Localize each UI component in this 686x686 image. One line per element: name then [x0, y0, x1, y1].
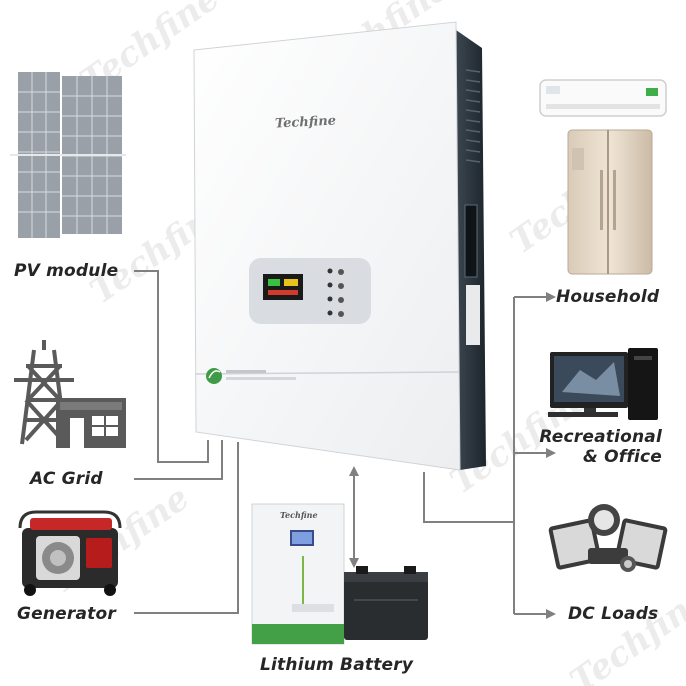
- household-label: Household: [556, 287, 660, 307]
- arrow-heads: [349, 292, 556, 619]
- connection-lines: [134, 270, 548, 615]
- air-conditioner-image: [539, 79, 667, 117]
- ac-grid-label: AC Grid: [30, 469, 103, 489]
- recreational-office-label: Recreational & Office: [534, 427, 662, 467]
- recreational-label-line1: Recreational: [539, 427, 662, 447]
- dc-loads-label: DC Loads: [568, 604, 659, 624]
- lithium-battery-image: [251, 503, 345, 645]
- battery-brand-logo: Techfine: [280, 510, 318, 520]
- power-grid-image: [14, 340, 74, 445]
- refrigerator-image: [567, 129, 653, 275]
- inverter-image: [193, 21, 486, 471]
- lead-acid-battery-image: [344, 566, 428, 640]
- generator-image: [18, 510, 122, 596]
- computer-image: [548, 348, 658, 420]
- generator-label: Generator: [17, 604, 116, 624]
- solar-panel-image: [10, 72, 126, 238]
- dc-lamps-image: [548, 504, 668, 572]
- lithium-battery-label: Lithium Battery: [260, 655, 414, 675]
- recreational-label-line2: & Office: [582, 447, 662, 467]
- inverter-brand-logo: Techfine: [274, 113, 337, 132]
- pv-module-label: PV module: [14, 261, 119, 281]
- building-image: [56, 398, 126, 448]
